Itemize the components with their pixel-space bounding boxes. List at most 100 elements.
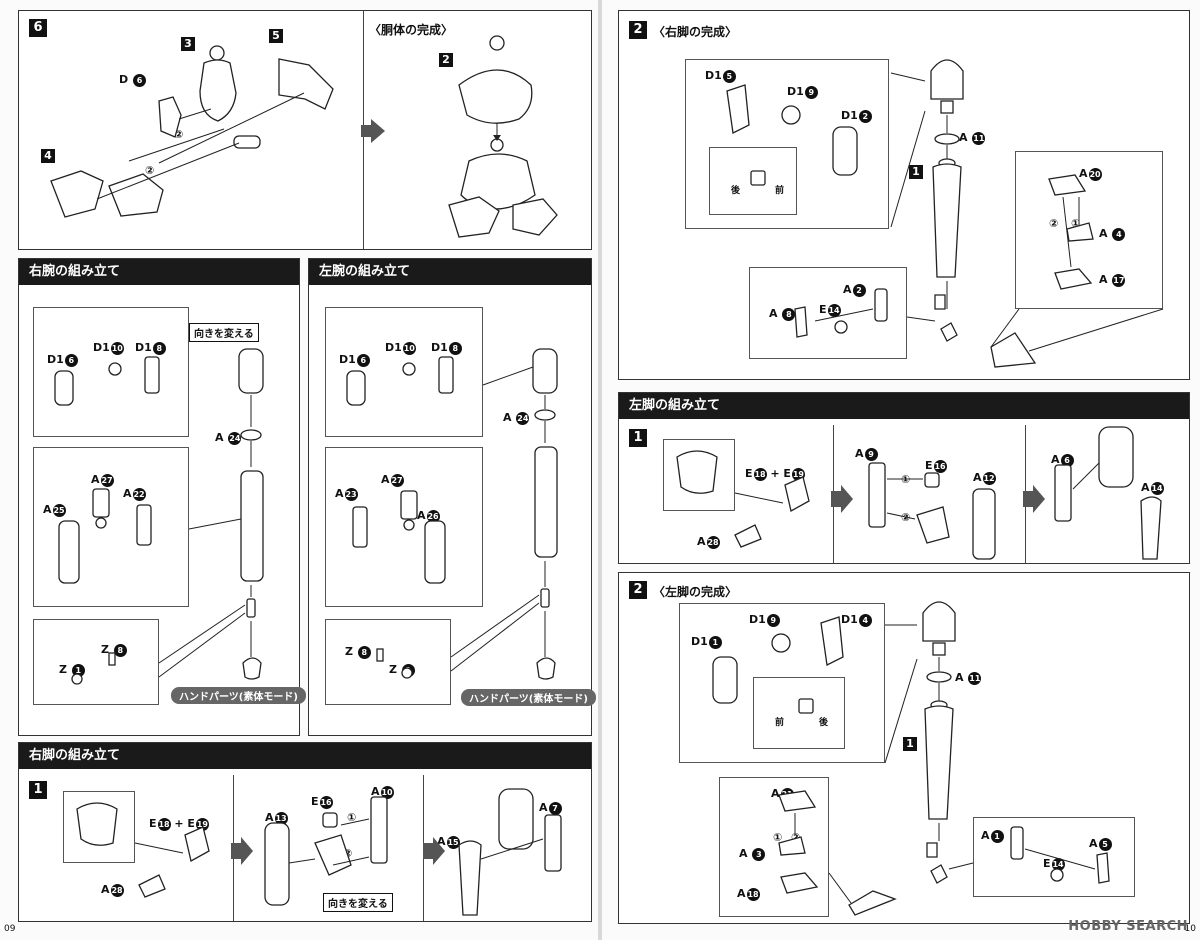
hand-parts-tag: ハンドパーツ(素体モード) <box>171 687 306 704</box>
torso-assembly-illustration <box>50 45 334 218</box>
right-leg-frame: 右脚の組み立て 1 E18 + E19 A28 E16 A10 A13 ① ② … <box>18 742 592 922</box>
page-number-left: 09 <box>4 924 16 934</box>
part-label-a11: A 11 <box>959 131 986 145</box>
left-leg-complete-frame: 2 〈左脚の完成〉 D19 D14 D11 前 後 A 11 1 A21 A 3… <box>618 572 1190 924</box>
right-leg-illustration <box>76 788 562 916</box>
watermark: HOBBY SEARCH <box>1068 919 1188 934</box>
step-circle-2: ② <box>791 831 801 844</box>
part-group-5: 5 <box>269 29 283 43</box>
torso-complete-title: 〈胴体の完成〉 <box>369 23 454 37</box>
left-leg-step-number: 1 <box>629 429 647 447</box>
part-label-a11: A 11 <box>955 671 982 685</box>
right-leg-complete-illustration <box>726 59 1164 368</box>
leg-step-number: 1 <box>903 737 917 751</box>
part-group-3: 3 <box>181 37 195 51</box>
left-leg-complete-illustration <box>712 601 1110 916</box>
right-leg-header: 右脚の組み立て <box>19 743 591 769</box>
torso-complete-illustration <box>448 35 558 238</box>
change-direction-tag: 向きを変える <box>189 323 259 342</box>
part-label-a3: A 3 <box>739 847 766 861</box>
part-label-z8: Z 8 <box>101 643 127 657</box>
page-gutter <box>598 0 602 940</box>
part-label-z8: Z 8 <box>345 645 371 659</box>
page-number-right: 10 <box>1184 924 1196 934</box>
next-arrow <box>361 119 385 143</box>
part-label-a8: A 8 <box>769 307 796 321</box>
part-label-z1: Z 1 <box>59 663 85 677</box>
left-leg-header: 左脚の組み立て <box>619 393 1189 419</box>
right-leg-complete-title: 〈右脚の完成〉 <box>653 25 738 39</box>
torso-step-number: 2 <box>439 53 453 67</box>
left-leg-illustration <box>676 426 1162 560</box>
step-circle-2b: ② <box>145 164 155 177</box>
label-back: 後 <box>731 186 741 196</box>
step6-number: 6 <box>29 19 47 37</box>
change-direction-tag: 向きを変える <box>323 893 393 912</box>
right-leg-complete-step: 2 <box>629 21 647 39</box>
step-circle-1: ① <box>1071 217 1081 230</box>
step-circle-1: ① <box>347 811 357 824</box>
part-label-a4: A 4 <box>1099 227 1126 241</box>
right-arm-illustration <box>54 348 264 685</box>
left-page: 6 3 5 4 D 6 ① ② ② <box>0 0 598 940</box>
label-front: 前 <box>775 718 785 728</box>
right-leg-step-number: 1 <box>29 781 47 799</box>
part-group-4: 4 <box>41 149 55 163</box>
left-leg-complete-title: 〈左脚の完成〉 <box>653 585 738 599</box>
left-arm-illustration <box>346 348 558 680</box>
label-back: 後 <box>819 718 829 728</box>
left-leg-complete-step: 2 <box>629 581 647 599</box>
left-arm-header: 左腕の組み立て <box>309 259 591 285</box>
left-arm-hand-box <box>325 619 451 705</box>
step6-frame: 6 3 5 4 D 6 ① ② ② <box>18 10 592 250</box>
leg-step-number: 1 <box>909 165 923 179</box>
part-label-a24: A 24 <box>503 411 530 425</box>
label-front: 前 <box>775 186 785 196</box>
joint-orientation-inset <box>753 677 845 749</box>
right-arm-header: 右腕の組み立て <box>19 259 299 285</box>
part-label-d6: D 6 <box>119 73 146 87</box>
hand-parts-tag: ハンドパーツ(素体モード) <box>461 689 596 706</box>
